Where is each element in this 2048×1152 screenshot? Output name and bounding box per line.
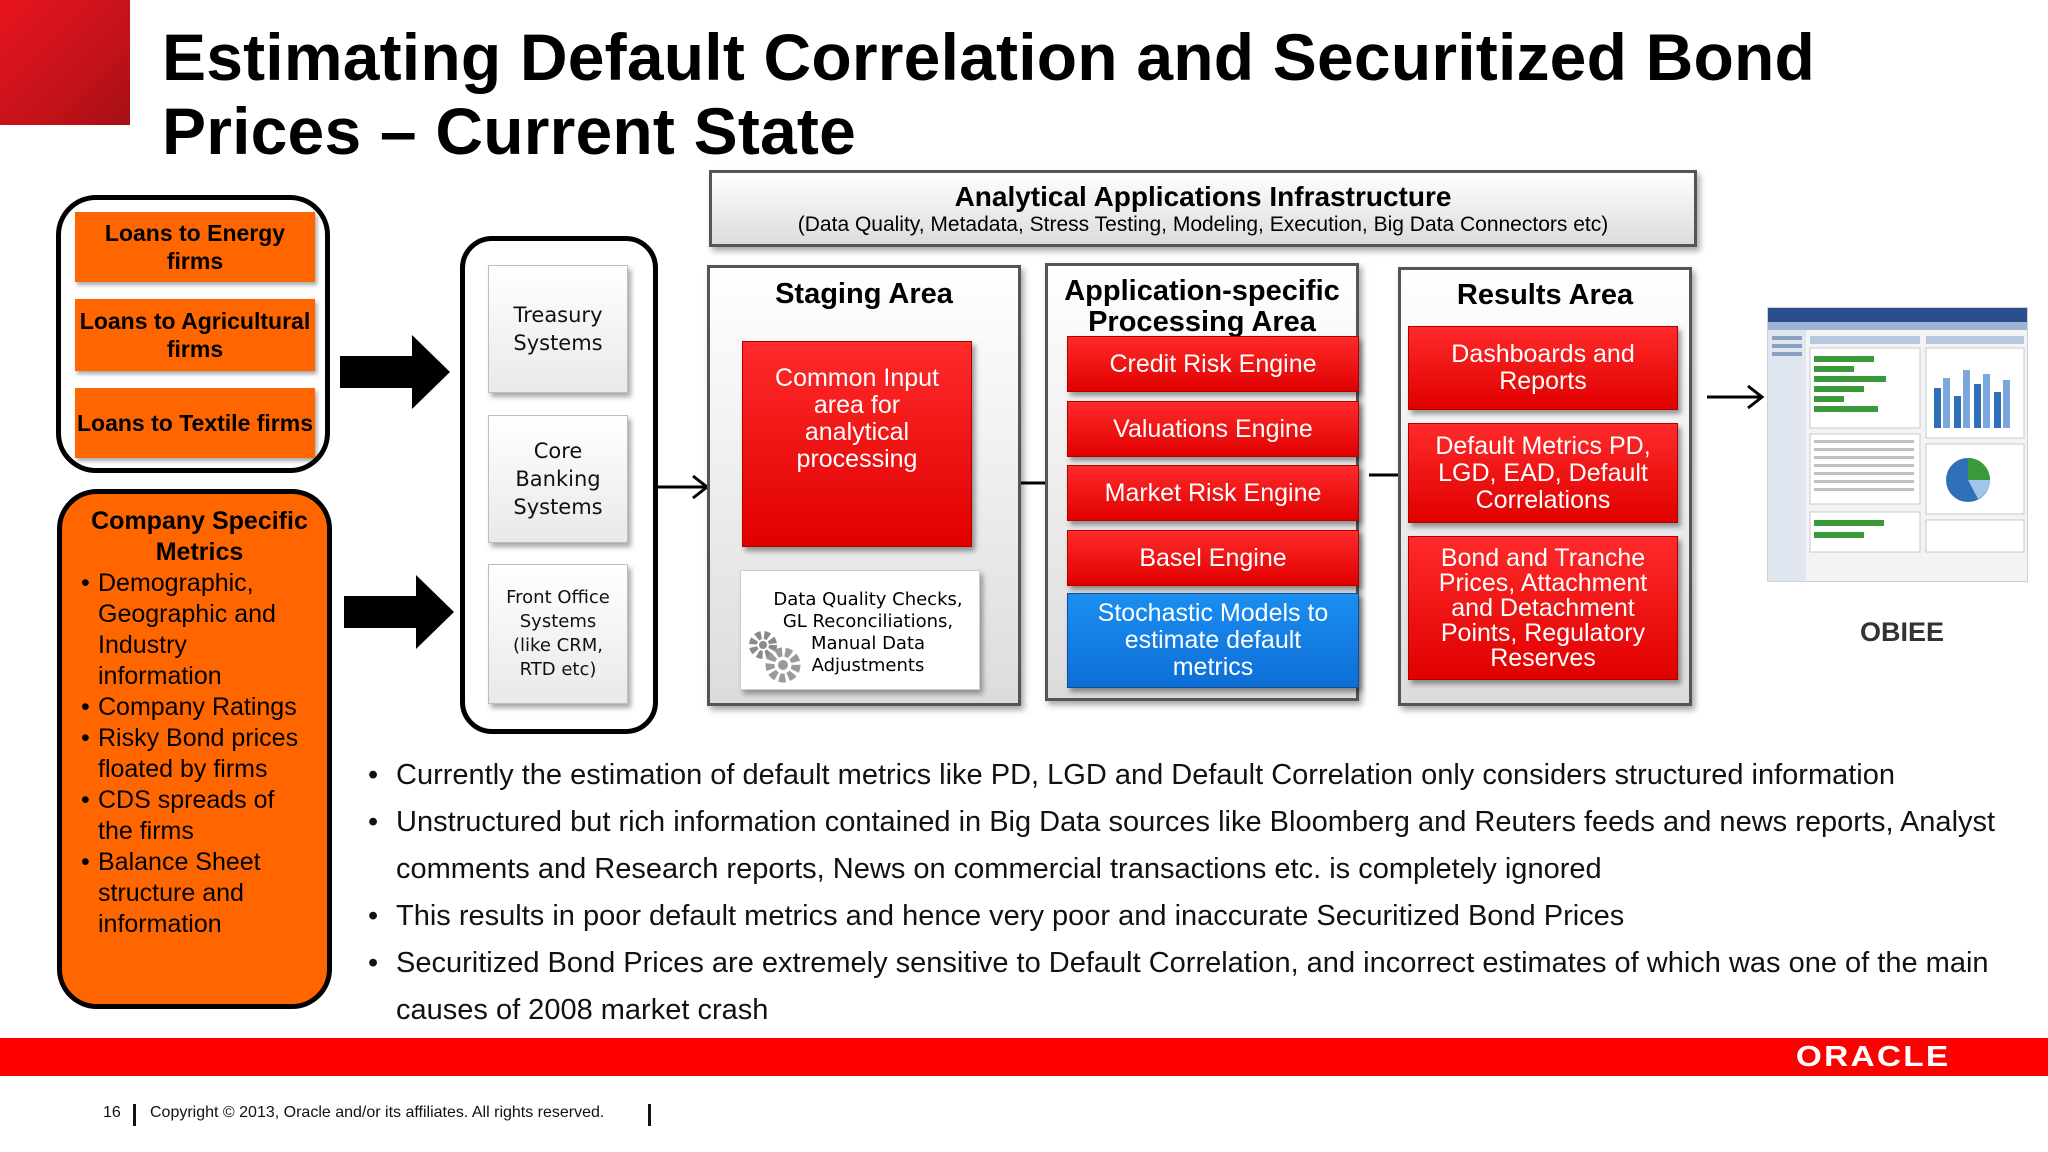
bond-tranche-prices-box: Bond and Tranche Prices, Attachment and … (1408, 536, 1678, 680)
slide-title: Estimating Default Correlation and Secur… (162, 20, 1816, 168)
company-metrics-list: Demographic, Geographic and Industry inf… (81, 568, 313, 940)
basel-engine: Basel Engine (1067, 530, 1359, 586)
system-treasury: Treasury Systems (488, 265, 628, 393)
common-input-box: Common Input area for analytical process… (742, 341, 972, 547)
oracle-red-square (0, 0, 130, 125)
input-arrow-top-icon (340, 335, 450, 409)
infrastructure-title: Analytical Applications Infrastructure (954, 181, 1452, 212)
loan-box-textile: Loans to Textile firms (75, 388, 315, 458)
key-point: This results in poor default metrics and… (368, 893, 2028, 940)
metrics-item: Demographic, Geographic and Industry inf… (81, 568, 313, 692)
data-quality-box: Data Quality Checks, GL Reconciliations,… (740, 570, 980, 690)
default-metrics-box: Default Metrics PD, LGD, EAD, Default Co… (1408, 423, 1678, 523)
company-metrics-box: Company Specific Metrics Demographic, Ge… (57, 489, 332, 1009)
metrics-item: Balance Sheet structure and information (81, 847, 313, 940)
footer-divider (648, 1104, 651, 1126)
market-risk-engine: Market Risk Engine (1067, 465, 1359, 521)
infrastructure-bar: Analytical Applications Infrastructure (… (709, 170, 1697, 247)
credit-risk-engine: Credit Risk Engine (1067, 336, 1359, 392)
processing-area-title: Application-specific Processing Area (1064, 275, 1340, 338)
system-front-office: Front Office Systems (like CRM, RTD etc) (488, 564, 628, 704)
infrastructure-subtitle: (Data Quality, Metadata, Stress Testing,… (797, 213, 1609, 236)
key-points-list: Currently the estimation of default metr… (368, 752, 2028, 1034)
footer-red-band (0, 1038, 2048, 1076)
metrics-item: Company Ratings (81, 692, 313, 723)
footer-divider (133, 1104, 136, 1126)
obiee-dashboard-preview (1768, 308, 2027, 581)
data-quality-text: Data Quality Checks, GL Reconciliations,… (773, 589, 963, 676)
arrow-right-icon (1707, 384, 1765, 410)
results-area-title: Results Area (1456, 279, 1634, 311)
arrow-right-icon (657, 474, 710, 500)
system-core-banking: Core Banking Systems (488, 415, 628, 543)
key-point: Unstructured but rich information contai… (368, 799, 2028, 893)
copyright-text: Copyright © 2013, Oracle and/or its affi… (150, 1104, 605, 1121)
key-point: Securitized Bond Prices are extremely se… (368, 940, 2028, 1034)
page-number: 16 (103, 1104, 121, 1121)
company-metrics-title: Company Specific Metrics (91, 507, 308, 566)
input-arrow-bottom-icon (344, 575, 454, 649)
gears-icon (749, 631, 801, 683)
staging-area-title: Staging Area (775, 278, 953, 310)
valuations-engine: Valuations Engine (1067, 401, 1359, 457)
metrics-item: CDS spreads of the firms (81, 785, 313, 847)
dashboards-reports-box: Dashboards and Reports (1408, 326, 1678, 410)
loan-box-energy: Loans to Energy firms (75, 212, 315, 282)
stochastic-models-box: Stochastic Models to estimate default me… (1067, 593, 1359, 688)
metrics-item: Risky Bond prices floated by firms (81, 723, 313, 785)
obiee-label: OBIEE (1860, 617, 1945, 647)
loan-box-agricultural: Loans to Agricultural firms (75, 299, 315, 371)
key-point: Currently the estimation of default metr… (368, 752, 2028, 799)
oracle-logo: ORACLE (1795, 1041, 1950, 1073)
obiee-dashboard-image (1767, 307, 2028, 582)
